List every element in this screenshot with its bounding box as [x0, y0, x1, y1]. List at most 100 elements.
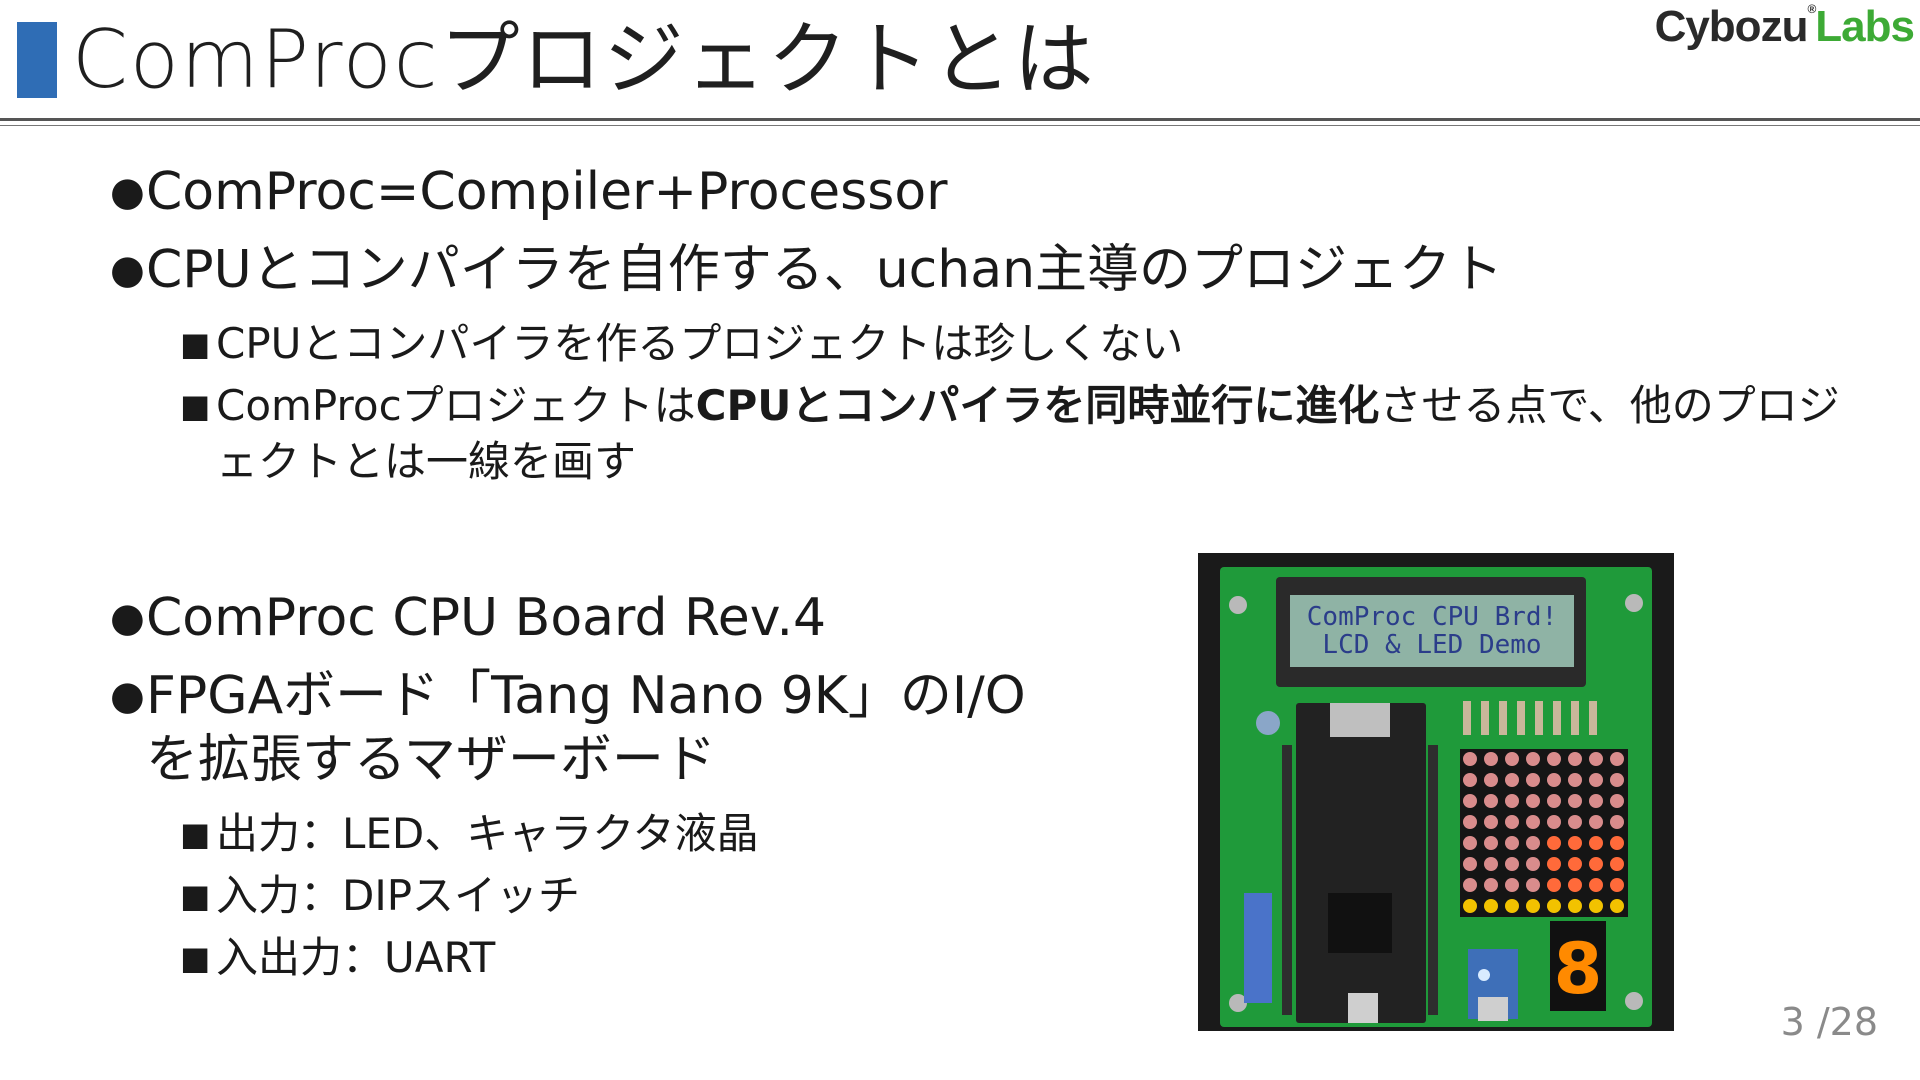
bullet-square-icon: ■ [180, 877, 211, 915]
led-dot [1505, 773, 1519, 787]
sub-bullet-item: ■ 入力：DIPスイッチ [180, 868, 1830, 924]
led-dot [1484, 752, 1498, 766]
led-dot [1463, 815, 1477, 829]
bullet-square-icon: ■ [180, 387, 211, 425]
page-number: 3 /28 [1780, 1000, 1878, 1044]
led-dot [1610, 857, 1624, 871]
led-dot [1526, 815, 1540, 829]
lcd-text-line2: LCD & LED Demo [1322, 630, 1541, 660]
led-dot [1589, 836, 1603, 850]
led-dot [1568, 773, 1582, 787]
lcd-text-line1: ComProc CPU Brd! [1307, 602, 1557, 632]
led-dot [1589, 773, 1603, 787]
led-dot [1505, 899, 1519, 913]
led-dot [1526, 836, 1540, 850]
seven-segment-display [1550, 921, 1606, 1011]
led-dot [1505, 878, 1519, 892]
led-dot [1568, 815, 1582, 829]
bullet-item: ● FPGAボード「Tang Nano 9K」のI/Oを拡張するマザーボード [110, 666, 1026, 790]
led-dot [1589, 752, 1603, 766]
bullet-dot-icon: ● [110, 247, 145, 293]
led-dot [1463, 878, 1477, 892]
led-dot [1505, 752, 1519, 766]
led-dot [1568, 899, 1582, 913]
led-dot [1610, 794, 1624, 808]
led-dot [1526, 752, 1540, 766]
led-dot [1589, 815, 1603, 829]
led-dot [1463, 899, 1477, 913]
potentiometer [1256, 711, 1280, 735]
led-dot [1484, 794, 1498, 808]
led-dot [1463, 794, 1477, 808]
led-dot [1526, 857, 1540, 871]
header-rule [0, 118, 1920, 121]
fpga-board [1296, 703, 1426, 1023]
led-dot [1589, 899, 1603, 913]
led-dot [1610, 836, 1624, 850]
led-dot [1547, 836, 1561, 850]
led-dot [1526, 878, 1540, 892]
led-dot [1610, 899, 1624, 913]
sub-bullet-item: ■ CPUとコンパイラを作るプロジェクトは珍しくない [180, 316, 1830, 372]
led-dot [1610, 815, 1624, 829]
led-dot [1463, 773, 1477, 787]
dip-switch [1244, 893, 1272, 1003]
led-dot [1547, 794, 1561, 808]
led-dot [1484, 836, 1498, 850]
bullet-list: ● ComProc=Compiler+Processor ● CPUとコンパイラ… [110, 160, 1840, 992]
led-dot [1547, 773, 1561, 787]
hdmi-connector [1330, 703, 1390, 737]
led-dot [1505, 857, 1519, 871]
bullet-dot-icon: ● [110, 673, 145, 719]
bullet-square-icon: ■ [180, 815, 211, 853]
led-dot [1568, 878, 1582, 892]
sub-bullet-item: ■ ComProcプロジェクトはCPUとコンパイラを同時並行に進化させる点で、他… [180, 378, 1860, 490]
bullet-dot-icon: ● [110, 595, 145, 641]
led-dot [1589, 794, 1603, 808]
emphasis-text: CPUとコンパイラを同時並行に進化 [695, 381, 1380, 430]
led-dot [1526, 773, 1540, 787]
sub-bullet-item: ■ 入出力：UART [180, 930, 1830, 986]
led-dot [1484, 899, 1498, 913]
led-dot [1610, 878, 1624, 892]
led-dot [1505, 836, 1519, 850]
bullet-square-icon: ■ [180, 325, 211, 363]
bullet-dot-icon: ● [110, 169, 145, 215]
led-dot [1463, 836, 1477, 850]
header-rule-thin [0, 125, 1920, 126]
led-dot [1547, 857, 1561, 871]
led-dot [1568, 836, 1582, 850]
title-accent-bar [17, 22, 57, 98]
seven-segment-digit: 8 [1554, 928, 1603, 1010]
bullet-square-icon: ■ [180, 939, 211, 977]
led-dot [1526, 899, 1540, 913]
sub-bullet-item: ■ 出力：LED、キャラクタ液晶 [180, 806, 1830, 862]
bullet-item: ● CPUとコンパイラを自作する、uchan主導のプロジェクト [110, 240, 1504, 300]
led-dot [1610, 773, 1624, 787]
led-dot [1526, 794, 1540, 808]
led-dot [1610, 752, 1624, 766]
led-dot [1484, 878, 1498, 892]
led-dot [1589, 857, 1603, 871]
led-dot [1568, 752, 1582, 766]
led-dot [1547, 899, 1561, 913]
led-dot [1547, 878, 1561, 892]
led-dot [1484, 815, 1498, 829]
led-dot [1589, 878, 1603, 892]
usb-c-connector [1348, 993, 1378, 1023]
bullet-item: ● ComProc=Compiler+Processor [110, 162, 948, 222]
led-dot [1484, 773, 1498, 787]
led-dot [1505, 794, 1519, 808]
led-matrix [1460, 749, 1628, 917]
led-dot [1568, 857, 1582, 871]
led-dot [1547, 815, 1561, 829]
bullet-item: ● ComProc CPU Board Rev.4 [110, 588, 827, 648]
cpu-board-photo: ComProc CPU Brd! LCD & LED Demo 8 [1198, 553, 1674, 1031]
led-dot [1505, 815, 1519, 829]
led-dot [1484, 857, 1498, 871]
led-dot [1568, 794, 1582, 808]
slide-title: ComProcプロジェクトとは [72, 13, 1096, 106]
cybozu-labs-logo: Cybozu®Labs [1654, 2, 1915, 51]
led-dot [1463, 752, 1477, 766]
led-dot [1463, 857, 1477, 871]
